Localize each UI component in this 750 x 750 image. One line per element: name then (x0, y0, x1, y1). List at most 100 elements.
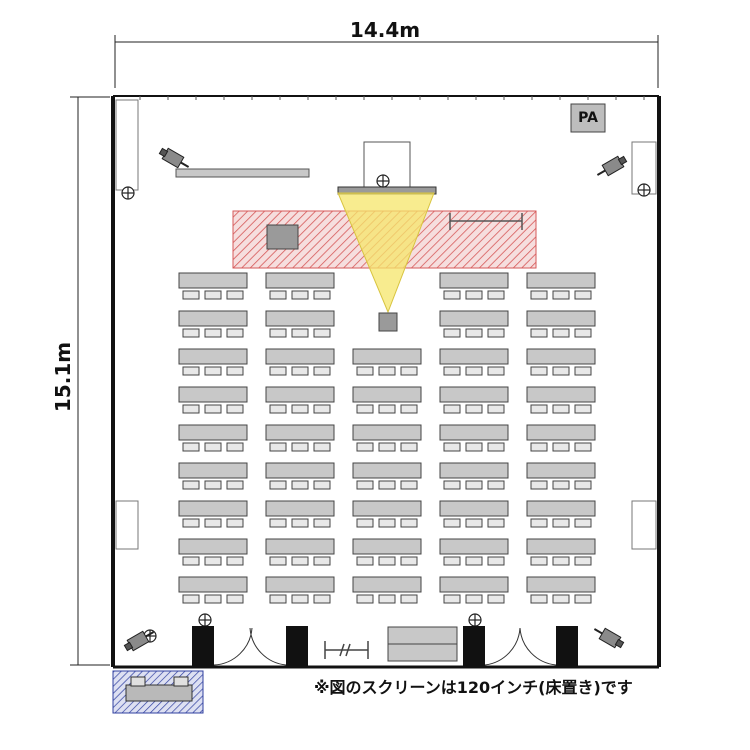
side-shelf (175, 168, 310, 178)
chair (204, 442, 222, 452)
chair (400, 480, 418, 490)
desk (526, 500, 596, 517)
chair (487, 328, 505, 338)
chair (487, 290, 505, 300)
storage-cabinet-bottom (387, 643, 458, 662)
chair (313, 556, 331, 566)
chair (465, 594, 483, 604)
chair (443, 290, 461, 300)
pa-label: PA (578, 110, 598, 126)
left-side-cabinet (115, 500, 139, 550)
speaker-icon (121, 186, 135, 200)
desk (439, 348, 509, 365)
spotlight-icon (158, 147, 190, 169)
desk (178, 424, 248, 441)
chair (443, 594, 461, 604)
desk (352, 500, 422, 517)
chair (226, 404, 244, 414)
chair (269, 328, 287, 338)
chair (269, 442, 287, 452)
chair (574, 518, 592, 528)
chair (204, 480, 222, 490)
chair (443, 366, 461, 376)
chair (269, 518, 287, 528)
window-ticks (139, 96, 645, 100)
chair (400, 556, 418, 566)
chair (487, 594, 505, 604)
chair (356, 442, 374, 452)
height-label: 15.1m (51, 341, 75, 413)
door-swing-icon (249, 627, 287, 666)
width-label: 14.4m (349, 18, 421, 42)
outside-chair (173, 676, 189, 687)
chair (552, 594, 570, 604)
pillar (556, 626, 578, 667)
projector (378, 312, 398, 332)
chair (226, 442, 244, 452)
chair (226, 366, 244, 376)
chair (182, 480, 200, 490)
chair (530, 290, 548, 300)
pillar (286, 626, 308, 667)
chair (204, 290, 222, 300)
chair (443, 480, 461, 490)
chair (269, 404, 287, 414)
desk (178, 538, 248, 555)
pillar (463, 626, 485, 667)
desk (439, 576, 509, 593)
chair (530, 480, 548, 490)
door-swing-icon (484, 627, 521, 666)
projector-beam (337, 192, 435, 314)
chair (465, 556, 483, 566)
chair (204, 328, 222, 338)
desk (439, 500, 509, 517)
chair (226, 518, 244, 528)
chair (465, 518, 483, 528)
chair (487, 556, 505, 566)
chair (356, 518, 374, 528)
chair (465, 442, 483, 452)
speaker-icon (637, 183, 651, 197)
chair (182, 556, 200, 566)
storage-cabinet-top (387, 626, 458, 645)
chair (226, 480, 244, 490)
chair (552, 518, 570, 528)
chair (443, 328, 461, 338)
chair (487, 480, 505, 490)
chair (378, 594, 396, 604)
chair (574, 290, 592, 300)
desk (439, 462, 509, 479)
chair (269, 594, 287, 604)
chair (400, 366, 418, 376)
outside-desk (125, 684, 193, 702)
chair (400, 442, 418, 452)
desk (526, 538, 596, 555)
spotlight-icon (123, 630, 155, 652)
chair (182, 366, 200, 376)
chair (182, 404, 200, 414)
chair (313, 404, 331, 414)
chair (400, 594, 418, 604)
spotlight-icon (596, 155, 628, 177)
chair (400, 404, 418, 414)
chair (552, 328, 570, 338)
chair (378, 518, 396, 528)
chair (465, 404, 483, 414)
chair (530, 366, 548, 376)
chair (443, 442, 461, 452)
chair (356, 404, 374, 414)
desk (352, 386, 422, 403)
spotlight-icon (593, 627, 625, 649)
chair (552, 366, 570, 376)
desk (352, 424, 422, 441)
chair (226, 556, 244, 566)
chair (269, 480, 287, 490)
desk (439, 538, 509, 555)
chair (182, 328, 200, 338)
chair (552, 404, 570, 414)
chair (465, 290, 483, 300)
chair (530, 518, 548, 528)
stage-rail (449, 213, 523, 230)
chair (487, 366, 505, 376)
chair (487, 404, 505, 414)
